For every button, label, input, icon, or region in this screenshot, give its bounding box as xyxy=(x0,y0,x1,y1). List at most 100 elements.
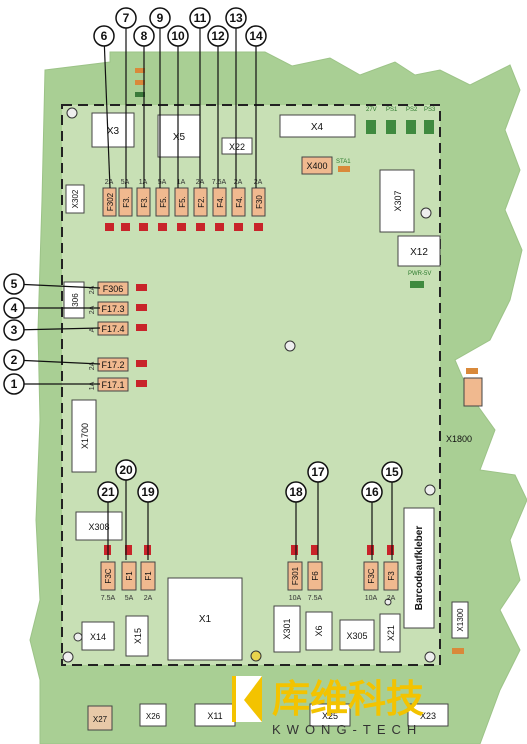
fuse-rating: 5A xyxy=(125,595,134,602)
callout-18: 18 xyxy=(285,481,307,560)
fuse-rating: 2A xyxy=(387,595,396,602)
x22-label: X22 xyxy=(229,142,245,152)
connector-x301: X301 xyxy=(273,605,301,653)
x6-label: X6 xyxy=(314,625,324,636)
connector-x3: X3 xyxy=(91,112,135,148)
right-edge-block: X1800 xyxy=(446,368,483,444)
callout-5: 5 xyxy=(3,273,101,295)
connector-x14: X14 xyxy=(81,621,115,651)
callout-number: 15 xyxy=(385,465,399,479)
callout-7: 7 xyxy=(115,7,137,188)
fuse-label: F3C xyxy=(104,568,113,583)
connector-x4: X4 xyxy=(279,114,356,138)
callout-10: 10 xyxy=(167,25,189,188)
fuse-rating: 10A xyxy=(289,595,302,602)
connector-x11: X11 xyxy=(194,703,236,727)
led-label-ps1: PS1 xyxy=(386,107,398,113)
x1-label: X1 xyxy=(199,614,212,625)
watermark-cn: 库维科技 xyxy=(272,677,424,721)
callout-number: 2 xyxy=(11,353,18,367)
callout-number: 13 xyxy=(229,11,243,25)
callout-number: 4 xyxy=(11,301,18,315)
fuse-label: F3. xyxy=(122,196,131,208)
callout-16: 16 xyxy=(361,481,383,560)
fuse-rating: 2A xyxy=(105,179,114,186)
callout-2: 2 xyxy=(3,349,101,371)
callout-number: 7 xyxy=(123,11,130,25)
fuse-label: F5. xyxy=(159,196,168,208)
callout-number: 9 xyxy=(157,11,164,25)
connector-x5: X5 xyxy=(157,114,201,158)
callout-number: 20 xyxy=(119,463,133,477)
fuse-label: F1 xyxy=(144,571,153,581)
fuse-rating: 1A xyxy=(139,179,148,186)
fuse-label: F4. xyxy=(216,196,225,208)
fuse-rating: 5A xyxy=(121,179,130,186)
barcode-sticker: Barcodeaufkleber xyxy=(403,507,435,629)
x3-label: X3 xyxy=(107,126,120,137)
callout-1: 1 xyxy=(3,373,100,395)
callout-number: 16 xyxy=(365,485,379,499)
fuse-label: F6 xyxy=(311,571,320,581)
sta1-led xyxy=(338,166,350,172)
fuse-rating: 2A xyxy=(89,285,96,294)
connector-x400: X400 xyxy=(301,156,333,175)
x23-label: X23 xyxy=(420,711,436,721)
connector-x12: X12 xyxy=(397,235,441,267)
fuse-rating: 2A xyxy=(89,361,96,370)
fuse-label: F3. xyxy=(140,196,149,208)
callout-number: 18 xyxy=(289,485,303,499)
callout-number: 6 xyxy=(101,29,108,43)
callout-number: 17 xyxy=(311,465,325,479)
connector-x6: X6 xyxy=(305,611,333,651)
callout-9: 9 xyxy=(149,7,171,188)
x5-label: X5 xyxy=(173,132,186,143)
x1300-label: X1300 xyxy=(456,608,465,632)
callout-12: 12 xyxy=(207,25,229,188)
callout-17: 17 xyxy=(307,461,329,560)
left-fuse-4: 2A F17.2 xyxy=(89,357,147,372)
led-label-ps2: PS2 xyxy=(406,107,418,113)
callout-21: 21 xyxy=(97,481,119,560)
led-label-27v: 27V xyxy=(366,107,377,113)
top-fuse-3: 1A F3. xyxy=(136,179,151,231)
top-fuse-row: 2AF3025AF3.1AF3.5AF5.1AF5.2AF2.7.5AF4.2A… xyxy=(102,179,266,231)
top-right-leds: 27V PS1 PS2 PS3 xyxy=(366,107,436,134)
callout-20: 20 xyxy=(115,459,137,560)
fuse-label: F30 xyxy=(255,195,264,209)
connector-x306: 306 xyxy=(63,281,85,319)
connector-x21: X21 xyxy=(379,613,401,653)
fuse-rating: 1A xyxy=(177,179,186,186)
callout-3: 3 xyxy=(3,319,101,341)
callout-number: 12 xyxy=(211,29,225,43)
callout-8: 8 xyxy=(133,25,155,188)
x11-label: X11 xyxy=(207,711,222,721)
fuse-rating: 2A xyxy=(254,179,263,186)
pwr5v-label: PWR-5V xyxy=(408,271,431,277)
fuse-label: F3C xyxy=(367,568,376,583)
fuse-label: F17.4 xyxy=(101,324,124,334)
x26-label: X26 xyxy=(146,712,161,721)
fuse-label: F1 xyxy=(125,571,134,581)
fuse-rating: 7.5A xyxy=(101,595,116,602)
sta1-label: STA1 xyxy=(336,159,351,165)
callout-15: 15 xyxy=(381,461,403,560)
x25-label: X25 xyxy=(322,711,338,721)
callout-number: 5 xyxy=(11,277,18,291)
x21-label: X21 xyxy=(386,625,396,641)
top-fuse-2: 5A F3. xyxy=(118,179,133,231)
fuse-rating: 2A xyxy=(234,179,243,186)
callout-number: 8 xyxy=(141,29,148,43)
pwr5v-led xyxy=(410,281,424,288)
fuse-label: F306 xyxy=(103,284,124,294)
x14-label: X14 xyxy=(90,632,106,642)
fuse-rating: 2A xyxy=(144,595,153,602)
led-top-2 xyxy=(135,80,145,85)
fuse-label: F17.2 xyxy=(101,360,124,370)
x308-label: X308 xyxy=(88,522,109,532)
fuse-label: F17.1 xyxy=(101,380,124,390)
